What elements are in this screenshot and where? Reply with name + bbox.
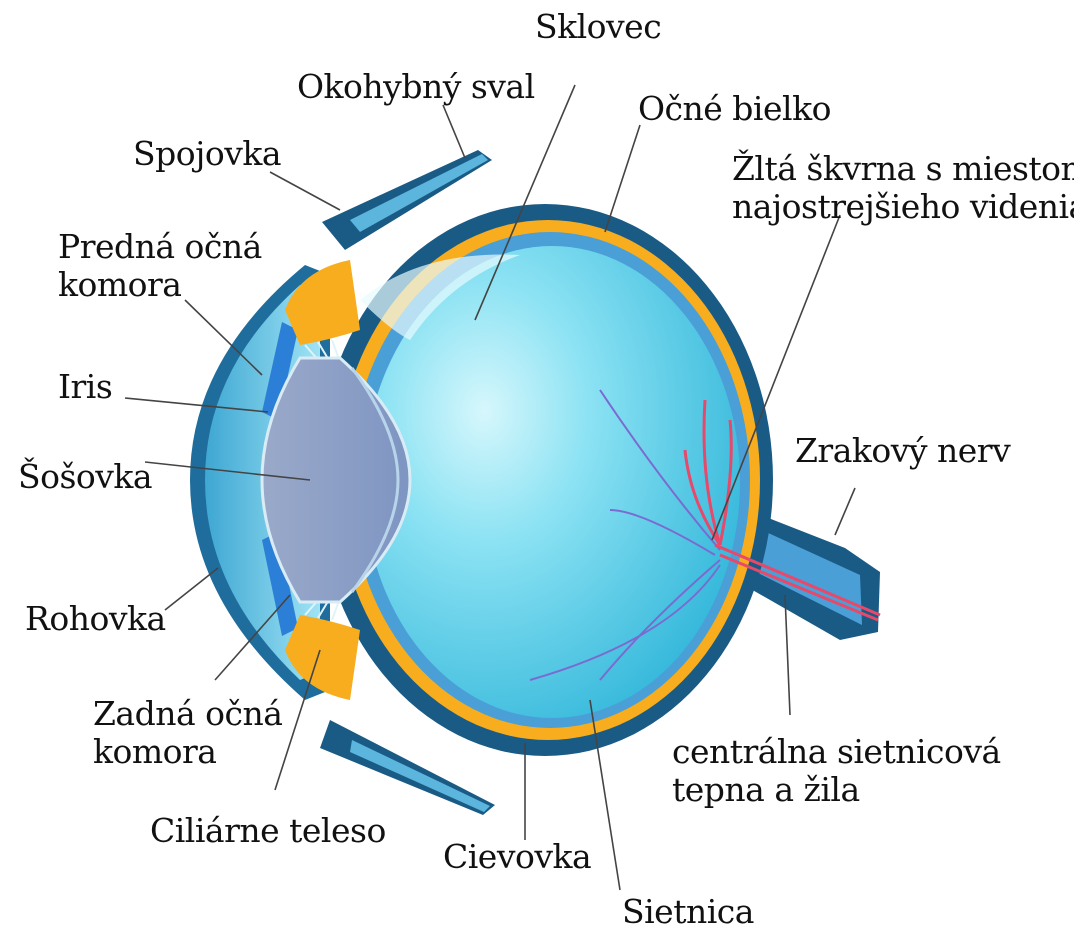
label-extraocular-muscle: Okohybný sval (297, 68, 535, 106)
label-optic-nerve: Zrakový nerv (795, 432, 1010, 470)
label-cornea: Rohovka (25, 600, 166, 638)
label-ciliary-body: Ciliárne teleso (150, 812, 386, 850)
label-macula-line1: Žltá škvrna s miestom (732, 150, 1074, 188)
label-sclera: Očné bielko (638, 90, 831, 128)
upper-muscle-highlight (350, 154, 488, 232)
label-macula: Žltá škvrna s miestom najostrejšieho vid… (732, 150, 1074, 226)
label-conjunctiva: Spojovka (133, 135, 281, 173)
label-central-artery-line2: tepna a žila (672, 771, 1001, 809)
label-central-artery-line1: centrálna sietnicová (672, 733, 1001, 771)
label-posterior-chamber-line2: komora (93, 733, 282, 771)
label-central-artery: centrálna sietnicová tepna a žila (672, 733, 1001, 809)
label-retina: Sietnica (622, 893, 754, 931)
label-anterior-chamber-line2: komora (58, 266, 262, 304)
label-vitreous: Sklovec (535, 8, 661, 46)
lower-muscle-highlight (350, 740, 490, 812)
label-anterior-chamber: Predná očná komora (58, 228, 262, 304)
label-lens: Šošovka (18, 458, 152, 496)
label-posterior-chamber: Zadná očná komora (93, 695, 282, 771)
label-choroid: Cievovka (443, 838, 591, 876)
label-iris: Iris (58, 368, 112, 406)
label-posterior-chamber-line1: Zadná očná (93, 695, 282, 733)
label-macula-line2: najostrejšieho videnia (732, 188, 1074, 226)
label-anterior-chamber-line1: Predná očná (58, 228, 262, 266)
